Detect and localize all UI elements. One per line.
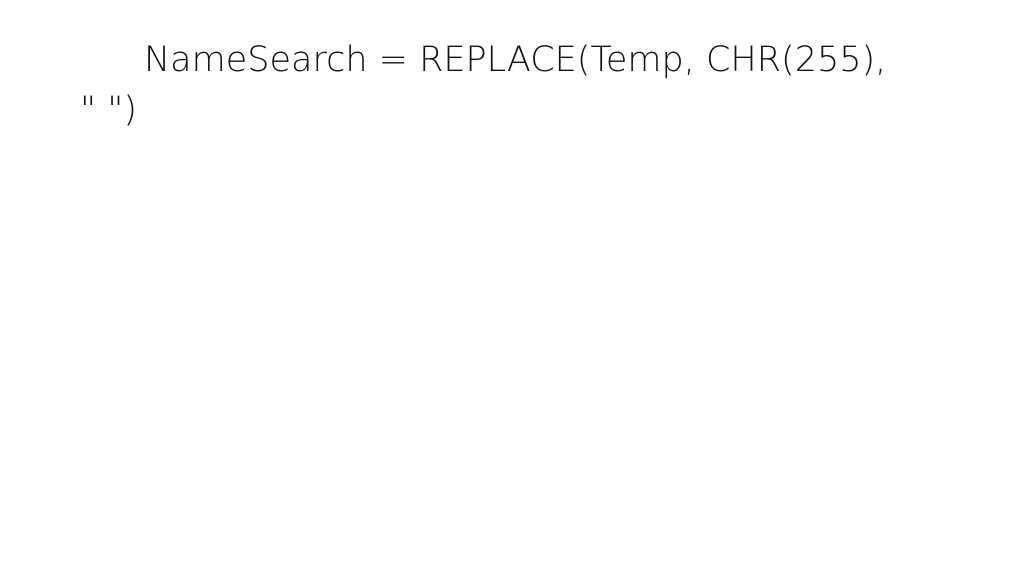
slide-body-text: NameSearch = REPLACE(Temp, CHR(255), " "… bbox=[80, 35, 940, 135]
code-line-1: NameSearch = REPLACE(Temp, CHR(255), bbox=[144, 40, 887, 80]
code-line-2: " ") bbox=[80, 90, 137, 130]
